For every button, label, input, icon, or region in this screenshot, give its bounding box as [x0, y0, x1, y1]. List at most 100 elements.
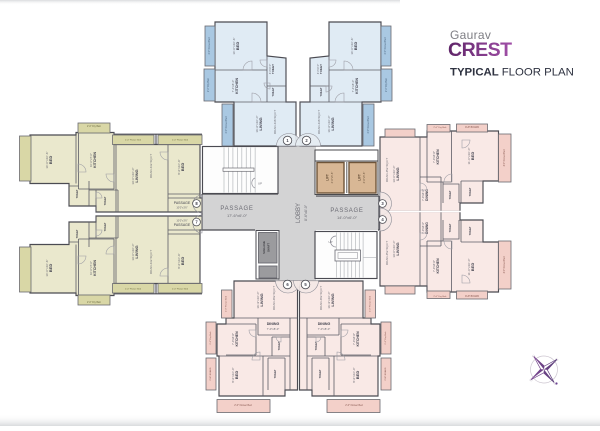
svg-text:LIFT: LIFT: [358, 174, 362, 181]
svg-text:KITCHEN: KITCHEN: [235, 78, 239, 94]
svg-text:KITCHEN: KITCHEN: [93, 260, 97, 276]
svg-text:KITCHEN: KITCHEN: [436, 258, 440, 274]
svg-text:ROAD-482 SQ.FT: ROAD-482 SQ.FT: [319, 286, 323, 311]
svg-text:2′-0″ Flower Bed: 2′-0″ Flower Bed: [345, 404, 363, 407]
svg-text:2′-0″ Flower Bed: 2′-0″ Flower Bed: [384, 37, 387, 55]
svg-text:TOILET: TOILET: [76, 229, 79, 238]
svg-text:11′-0″x10′-0″: 11′-0″x10′-0″: [467, 258, 471, 276]
svg-text:8′-6″x10′-0″: 8′-6″x10′-0″: [231, 366, 235, 382]
svg-text:TOILET: TOILET: [449, 190, 452, 199]
svg-text:10′-0″x10′-6″: 10′-0″x10′-6″: [45, 258, 49, 276]
svg-text:1′-6″ Dry Balc: 1′-6″ Dry Balc: [384, 330, 387, 344]
svg-text:KITCHEN: KITCHEN: [235, 331, 239, 347]
svg-text:BED: BED: [355, 371, 360, 380]
svg-text:LIVING: LIVING: [134, 169, 139, 182]
svg-text:Gaurav: Gaurav: [450, 28, 491, 42]
svg-text:7′-6″x8′-0″: 7′-6″x8′-0″: [351, 80, 355, 93]
svg-text:CREST: CREST: [448, 39, 512, 61]
svg-text:19′-0″x10′-0″: 19′-0″x10′-0″: [392, 164, 396, 182]
svg-text:7′-0″x8′-6″: 7′-0″x8′-6″: [231, 333, 235, 345]
svg-text:ROAD-482 SQ.FT: ROAD-482 SQ.FT: [272, 286, 276, 311]
svg-text:14′-0″x6′-0″: 14′-0″x6′-0″: [337, 215, 358, 220]
svg-text:2′-0″ Flower Bed: 2′-0″ Flower Bed: [172, 288, 189, 291]
svg-text:BED: BED: [470, 263, 475, 272]
svg-text:ROAD-432 SQ.FT: ROAD-432 SQ.FT: [149, 250, 153, 275]
svg-text:CUP BOARD: CUP BOARD: [209, 367, 212, 380]
svg-text:4′-0″x6′-0″: 4′-0″x6′-0″: [318, 64, 320, 74]
svg-text:KITCHEN: KITCHEN: [355, 78, 359, 94]
svg-text:TOILET: TOILET: [278, 341, 281, 350]
svg-text:TOILET: TOILET: [319, 64, 323, 74]
svg-text:BED: BED: [48, 264, 53, 273]
svg-text:10′0″x3′6″: 10′0″x3′6″: [176, 219, 187, 223]
svg-text:ROAD-452 SQ.FT: ROAD-452 SQ.FT: [385, 158, 389, 183]
svg-text:PASSAGE: PASSAGE: [220, 206, 253, 212]
svg-text:2′-0″ Flower Bed: 2′-0″ Flower Bed: [369, 295, 372, 312]
svg-text:PASSAGE: PASSAGE: [174, 223, 191, 227]
svg-text:LIFT: LIFT: [326, 174, 330, 181]
svg-text:8′-6″x10′-6″: 8′-6″x10′-6″: [177, 252, 181, 268]
svg-text:LOBBY: LOBBY: [296, 203, 302, 223]
svg-text:KITCHEN: KITCHEN: [356, 331, 360, 347]
svg-text:2′-0″ Flower Bed: 2′-0″ Flower Bed: [225, 295, 228, 312]
svg-text:2′-0″ Dry Balc: 2′-0″ Dry Balc: [87, 301, 102, 304]
svg-text:TOILET: TOILET: [469, 226, 472, 235]
svg-text:2′-0″ Flower Bed: 2′-0″ Flower Bed: [125, 139, 142, 142]
svg-text:2′-0″ Dry Balc: 2′-0″ Dry Balc: [207, 77, 210, 92]
svg-text:19′-0″x10′-0″: 19′-0″x10′-0″: [131, 166, 135, 184]
svg-text:UP: UP: [258, 182, 262, 186]
svg-text:8′-6″x8′-0″: 8′-6″x8′-0″: [304, 204, 308, 221]
svg-text:LIVING: LIVING: [259, 293, 264, 306]
svg-text:17′-6″x6′-0″: 17′-6″x6′-0″: [227, 213, 248, 218]
svg-text:TOILET: TOILET: [319, 87, 323, 97]
svg-text:4: 4: [381, 217, 384, 222]
svg-text:ROAD-432 SQ.FT: ROAD-432 SQ.FT: [149, 154, 153, 179]
svg-text:7′-0″x8′-0″: 7′-0″x8′-0″: [318, 327, 331, 331]
svg-text:TOILET: TOILET: [271, 87, 275, 97]
svg-text:4′-0″x6′-0″: 4′-0″x6′-0″: [270, 64, 272, 74]
svg-text:KITCHEN: KITCHEN: [93, 152, 97, 168]
svg-text:ROAD-438 SQ.FT: ROAD-438 SQ.FT: [317, 110, 321, 135]
svg-text:PASSAGE: PASSAGE: [330, 208, 363, 214]
svg-text:2: 2: [305, 138, 308, 143]
svg-text:TOILET: TOILET: [319, 369, 322, 378]
svg-text:DINING: DINING: [425, 189, 429, 201]
svg-text:10′-0″x7′-0″: 10′-0″x7′-0″: [89, 153, 93, 167]
svg-text:7: 7: [195, 220, 198, 225]
svg-text:2′-0″ Dry Balc: 2′-0″ Dry Balc: [385, 77, 388, 92]
svg-text:TYPICAL FLOOR PLAN: TYPICAL FLOOR PLAN: [450, 67, 574, 79]
svg-text:4′-6″x5′-6″: 4′-6″x5′-6″: [362, 172, 366, 184]
svg-text:TOILET: TOILET: [274, 369, 277, 378]
svg-text:E: E: [555, 357, 560, 362]
svg-text:11′-0″x10′-0″: 11′-0″x10′-0″: [467, 147, 471, 165]
svg-text:19′-0″x10′-0″: 19′-0″x10′-0″: [392, 239, 396, 257]
svg-text:CUP BOARD: CUP BOARD: [465, 126, 479, 129]
svg-text:BED: BED: [235, 42, 240, 51]
svg-text:7′-0″x8′-6″: 7′-0″x8′-6″: [432, 260, 436, 272]
svg-text:10′-0″x7′-0″: 10′-0″x7′-0″: [89, 261, 93, 275]
svg-text:ROAD-438 SQ.FT: ROAD-438 SQ.FT: [273, 110, 277, 135]
svg-text:6: 6: [286, 282, 289, 287]
svg-text:4′-0″ Flower Bed: 4′-0″ Flower Bed: [503, 149, 506, 167]
svg-text:16′-6″x10′-0″: 16′-6″x10′-0″: [327, 114, 331, 132]
svg-text:TOILET: TOILET: [271, 64, 275, 74]
svg-text:TOILET: TOILET: [76, 189, 79, 198]
svg-text:BED: BED: [48, 156, 53, 165]
svg-text:19′-0″x10′-0″: 19′-0″x10′-0″: [131, 242, 135, 260]
svg-text:TOILET: TOILET: [449, 223, 452, 232]
svg-text:7′-0″x8′-0″: 7′-0″x8′-0″: [421, 189, 425, 201]
svg-text:ROAD-452 SQ.FT: ROAD-452 SQ.FT: [385, 241, 389, 266]
svg-text:S: S: [553, 381, 558, 386]
svg-text:TOILET: TOILET: [469, 187, 472, 196]
svg-text:7′-0″x8′-6″: 7′-0″x8′-6″: [352, 333, 356, 345]
svg-text:2′-0″ Flower Bed: 2′-0″ Flower Bed: [367, 116, 370, 134]
svg-text:SHAFT: SHAFT: [267, 243, 271, 252]
svg-text:3: 3: [381, 201, 384, 206]
svg-text:2′-0″ Flower Bed: 2′-0″ Flower Bed: [172, 139, 189, 142]
svg-text:SULLAGE: SULLAGE: [262, 241, 266, 254]
svg-text:LIVING: LIVING: [330, 117, 335, 130]
svg-text:TOILET: TOILET: [104, 222, 107, 231]
svg-text:DINING: DINING: [267, 322, 280, 326]
svg-text:2′-0″ Dry Balc: 2′-0″ Dry Balc: [87, 125, 102, 128]
svg-text:7′-6″x8′-0″: 7′-6″x8′-0″: [231, 80, 235, 93]
